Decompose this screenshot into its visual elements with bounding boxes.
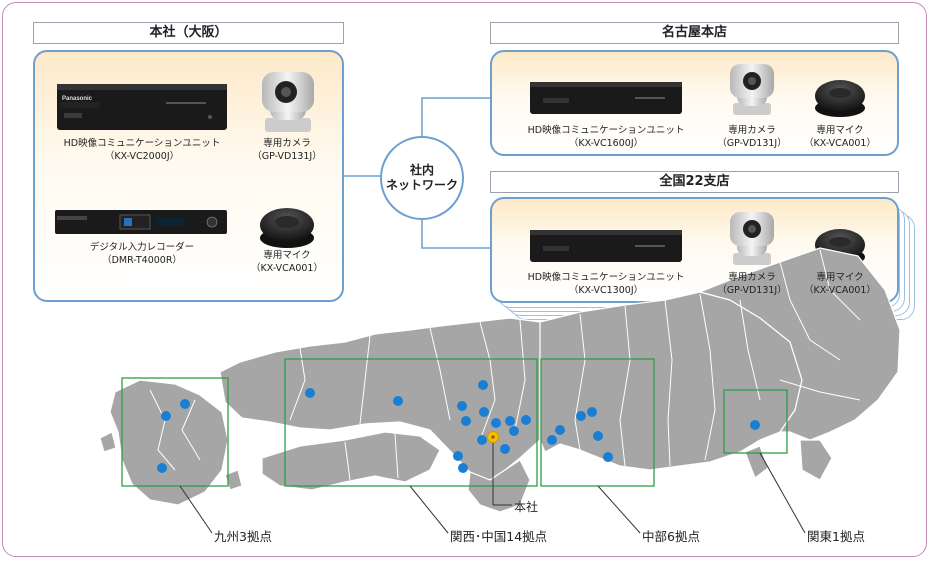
location-dot	[547, 435, 557, 445]
location-dot	[491, 418, 501, 428]
codec-unit-icon	[530, 230, 682, 262]
network-links	[344, 97, 490, 249]
hq-title: 本社（大阪）	[33, 22, 344, 44]
branch-mic-label: 専用マイク（KX-VCA001）	[804, 272, 876, 296]
hub-label-line1: 社内	[409, 163, 434, 177]
hq-marker-label: 本社	[514, 500, 539, 514]
nagoya-codec-label: HD映像コミュニケーションユニット（KX-VC1600J）	[527, 125, 685, 149]
prefecture-boundaries	[149, 249, 861, 481]
location-dot	[521, 415, 531, 425]
brand-logo: Panasonic	[62, 96, 93, 102]
recorder-icon	[55, 210, 227, 234]
location-dot	[453, 451, 463, 461]
location-dot	[479, 407, 489, 417]
location-dot	[305, 388, 315, 398]
region-label-chubu: 中部6拠点	[642, 529, 700, 544]
location-dots	[157, 380, 760, 473]
nagoya-title: 名古屋本店	[490, 22, 899, 44]
location-dot	[603, 452, 613, 462]
camera-icon	[730, 212, 774, 265]
camera-icon	[262, 72, 314, 132]
hq-mic-label: 専用マイク（KX-VCA001）	[251, 250, 323, 274]
location-dot	[180, 399, 190, 409]
location-dot	[458, 463, 468, 473]
microphone-icon	[260, 208, 314, 248]
region-label-kansai-chugoku: 関西･中国14拠点	[450, 529, 548, 544]
location-dot	[576, 411, 586, 421]
hq-marker	[487, 431, 499, 443]
region-box-chubu	[540, 358, 655, 487]
branch-camera-label: 専用カメラ（GP-VD131J）	[717, 272, 787, 296]
network-hub: 社内 ネットワーク	[380, 136, 464, 220]
location-dot	[461, 416, 471, 426]
hq-codec-label: HD映像コミュニケーションユニット（KX-VC2000J）	[63, 138, 221, 162]
region-box-kyushu	[121, 377, 229, 487]
location-dot	[587, 407, 597, 417]
location-dot	[478, 380, 488, 390]
codec-unit-icon	[57, 84, 227, 130]
region-boxes	[121, 358, 788, 487]
codec-unit-icon	[530, 82, 682, 114]
microphone-icon	[815, 80, 865, 117]
leader-lines	[179, 437, 806, 534]
location-dot	[477, 435, 487, 445]
location-dot	[500, 444, 510, 454]
branches-title: 全国22支店	[490, 171, 899, 193]
location-dot	[393, 396, 403, 406]
region-box-kansai-chugoku	[284, 358, 538, 487]
location-dot	[555, 425, 565, 435]
hq-recorder-label: デジタル入力レコーダー（DMR-T4000R）	[89, 242, 195, 266]
location-dot	[509, 426, 519, 436]
branch-codec-label: HD映像コミュニケーションユニット（KX-VC1300J）	[527, 272, 685, 296]
camera-icon	[730, 64, 774, 115]
location-dot	[505, 416, 515, 426]
nagoya-mic-label: 専用マイク（KX-VCA001）	[804, 125, 876, 149]
location-dot	[157, 463, 167, 473]
nagoya-camera-label: 専用カメラ（GP-VD131J）	[717, 125, 787, 149]
hq-camera-label: 専用カメラ（GP-VD131J）	[252, 138, 322, 162]
location-dot	[457, 401, 467, 411]
location-dot	[593, 431, 603, 441]
hub-label-line2: ネットワーク	[385, 178, 458, 192]
region-box-kanto	[723, 389, 788, 454]
location-dot	[161, 411, 171, 421]
region-label-kanto: 関東1拠点	[807, 529, 865, 544]
japan-map	[99, 247, 901, 513]
location-dot	[750, 420, 760, 430]
region-label-kyushu: 九州3拠点	[214, 529, 272, 544]
